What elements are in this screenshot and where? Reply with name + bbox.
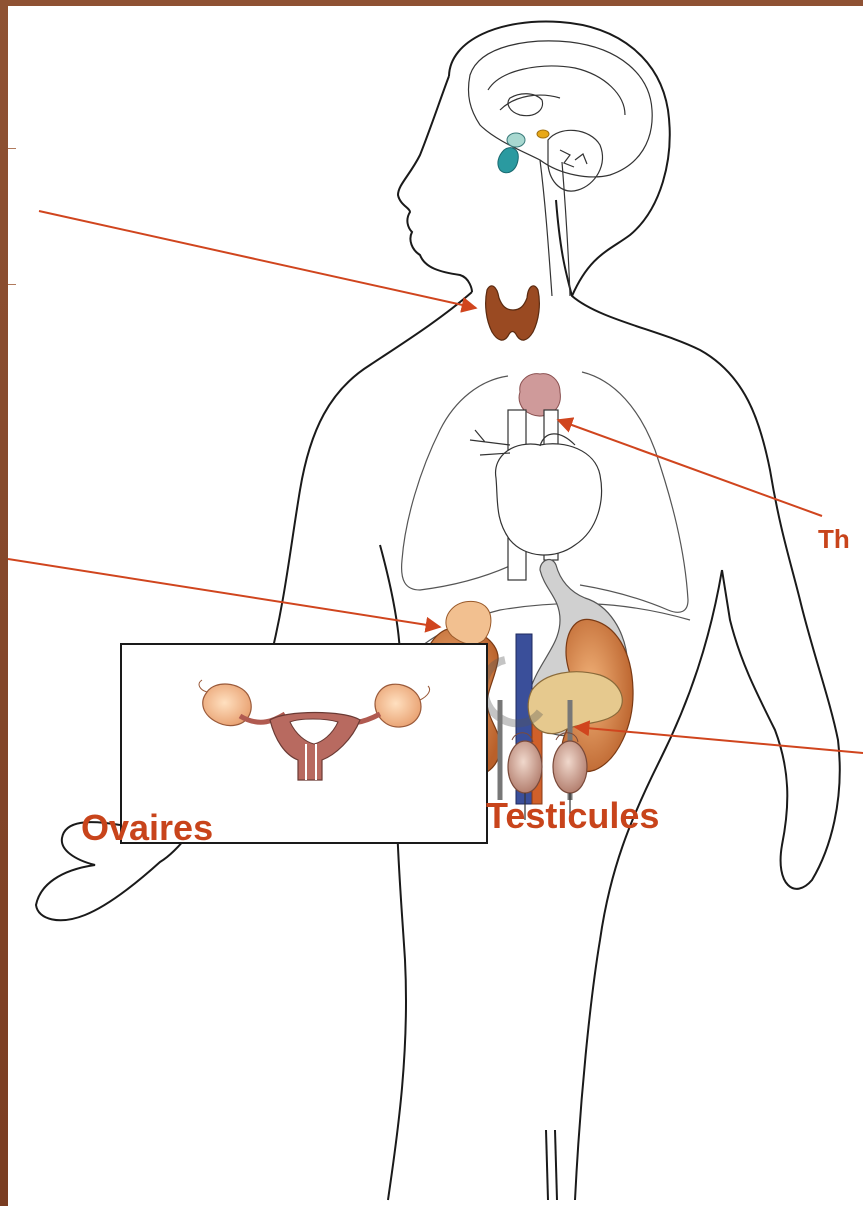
pineal-icon xyxy=(537,130,549,138)
label-ovaires: Ovaires xyxy=(81,807,213,849)
label-thymus-partial: Th xyxy=(818,524,850,555)
label-testicules: Testicules xyxy=(486,795,659,837)
heart-icon xyxy=(470,410,602,580)
arrow-adrenal xyxy=(8,559,440,627)
thyroid-icon xyxy=(486,286,540,340)
brain-icon xyxy=(468,41,652,296)
body-outline xyxy=(36,22,840,1200)
arrow-thyroid xyxy=(39,211,476,308)
pituitary-icon xyxy=(498,133,525,173)
diagram-canvas: Ovaires Testicules Th xyxy=(8,6,863,1206)
body-diagram xyxy=(8,6,863,1206)
